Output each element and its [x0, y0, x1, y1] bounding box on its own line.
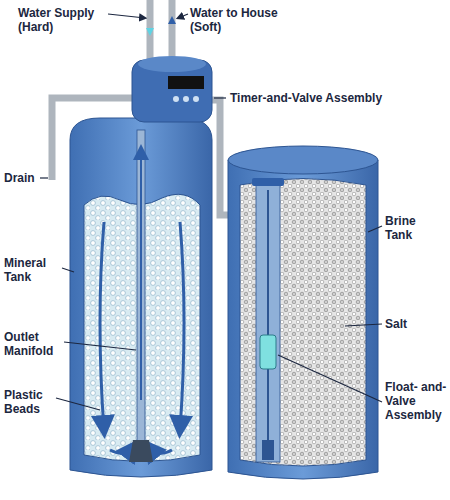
house-label: Water to House (Soft) — [190, 6, 290, 34]
beads-label: Plastic Beads — [4, 388, 60, 416]
salt-label: Salt — [385, 317, 407, 331]
manifold-label: Outlet Manifold — [4, 330, 68, 358]
leader-lines — [40, 14, 382, 410]
supply-label: Water Supply (Hard) — [18, 6, 110, 34]
valve-label: Timer-and-Valve Assembly — [230, 91, 382, 105]
display — [168, 76, 204, 89]
brine-label: Brine Tank — [385, 214, 445, 242]
drain-label: Drain — [4, 171, 35, 185]
tank-label: Mineral Tank — [4, 256, 64, 284]
float — [260, 335, 276, 369]
brine-well — [256, 182, 280, 462]
float-label: Float- and- Valve Assembly — [385, 380, 447, 422]
outlet-manifold — [137, 130, 145, 442]
